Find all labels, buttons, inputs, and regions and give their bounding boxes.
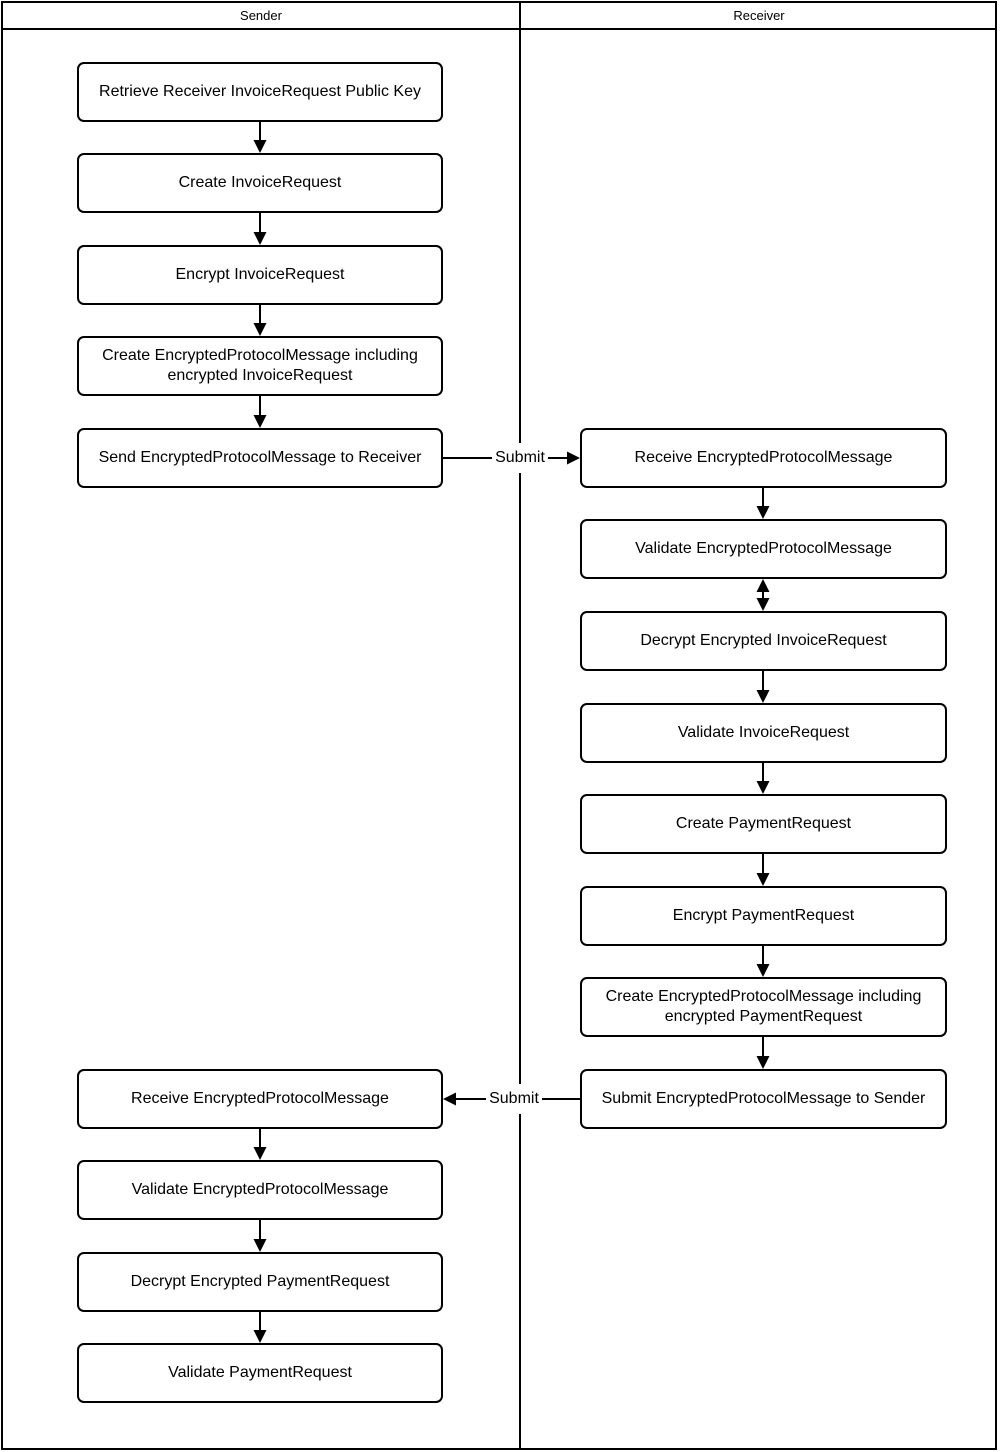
- edge-label-submit-to-receiver: Submit: [492, 443, 548, 473]
- arrow-s4-s5: [253, 396, 267, 428]
- arrow-r1-r2: [756, 488, 770, 519]
- node-receiver-validate-epm: Validate EncryptedProtocolMessage: [580, 519, 947, 579]
- arrow-s2-s3: [253, 213, 267, 245]
- arrow-s3-s4: [253, 305, 267, 336]
- node-create-invoicerequest: Create InvoiceRequest: [77, 153, 443, 213]
- edge-label-submit-to-sender: Submit: [486, 1084, 542, 1114]
- header-divider-line: [3, 28, 997, 30]
- arrow-r6-r7: [756, 946, 770, 977]
- arrow-s6-s7: [253, 1129, 267, 1160]
- node-submit-epm-to-sender: Submit EncryptedProtocolMessage to Sende…: [580, 1069, 947, 1129]
- node-validate-invoicerequest: Validate InvoiceRequest: [580, 703, 947, 763]
- node-sender-receive-epm: Receive EncryptedProtocolMessage: [77, 1069, 443, 1129]
- node-send-epm-to-receiver: Send EncryptedProtocolMessage to Receive…: [77, 428, 443, 488]
- arrow-s1-s2: [253, 122, 267, 153]
- node-decrypt-invoicerequest: Decrypt Encrypted InvoiceRequest: [580, 611, 947, 671]
- node-decrypt-paymentrequest: Decrypt Encrypted PaymentRequest: [77, 1252, 443, 1312]
- arrow-r4-r5: [756, 763, 770, 794]
- arrow-r7-r8: [756, 1037, 770, 1069]
- node-encrypt-paymentrequest: Encrypt PaymentRequest: [580, 886, 947, 946]
- lane-divider: [519, 3, 521, 1449]
- node-create-paymentrequest: Create PaymentRequest: [580, 794, 947, 854]
- node-create-epm-paymentrequest: Create EncryptedProtocolMessage includin…: [580, 977, 947, 1037]
- node-receiver-receive-epm: Receive EncryptedProtocolMessage: [580, 428, 947, 488]
- node-retrieve-public-key: Retrieve Receiver InvoiceRequest Public …: [77, 62, 443, 122]
- arrow-r3-r4: [756, 671, 770, 703]
- node-encrypt-invoicerequest: Encrypt InvoiceRequest: [77, 245, 443, 305]
- lane-header-sender: Sender: [240, 8, 282, 23]
- lane-header-receiver: Receiver: [733, 8, 785, 23]
- arrow-r2-r3-double: [756, 579, 770, 611]
- node-create-epm-invoicerequest: Create EncryptedProtocolMessage includin…: [77, 336, 443, 396]
- node-sender-validate-epm: Validate EncryptedProtocolMessage: [77, 1160, 443, 1220]
- node-validate-paymentrequest: Validate PaymentRequest: [77, 1343, 443, 1403]
- arrow-r5-r6: [756, 854, 770, 886]
- arrow-s7-s8: [253, 1220, 267, 1252]
- arrow-s8-s9: [253, 1312, 267, 1343]
